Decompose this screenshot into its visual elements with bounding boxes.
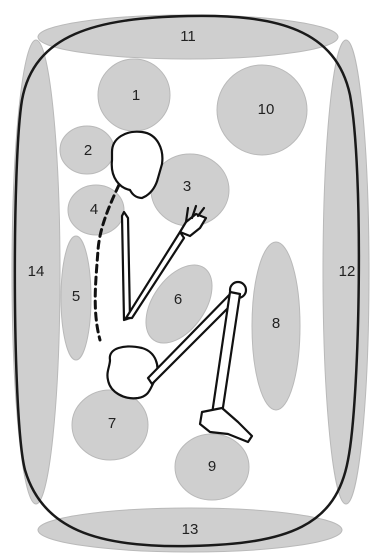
zone-label-4: 4 xyxy=(90,201,98,218)
zone-label-5: 5 xyxy=(72,288,80,305)
skull xyxy=(112,132,163,198)
zone-label-13: 13 xyxy=(182,521,199,538)
zone-label-1: 1 xyxy=(132,87,140,104)
zone-label-12: 12 xyxy=(339,263,356,280)
zone-label-3: 3 xyxy=(183,178,191,195)
zone-label-7: 7 xyxy=(108,415,116,432)
upper-arm xyxy=(122,212,130,320)
zone-label-11: 11 xyxy=(180,28,196,45)
zone-label-8: 8 xyxy=(272,315,280,332)
zone-label-9: 9 xyxy=(208,458,216,475)
zone-label-14: 14 xyxy=(28,263,45,280)
zone-label-6: 6 xyxy=(174,291,182,308)
zone-label-2: 2 xyxy=(84,142,92,159)
pelvis xyxy=(107,347,157,399)
zone-label-10: 10 xyxy=(258,101,275,118)
